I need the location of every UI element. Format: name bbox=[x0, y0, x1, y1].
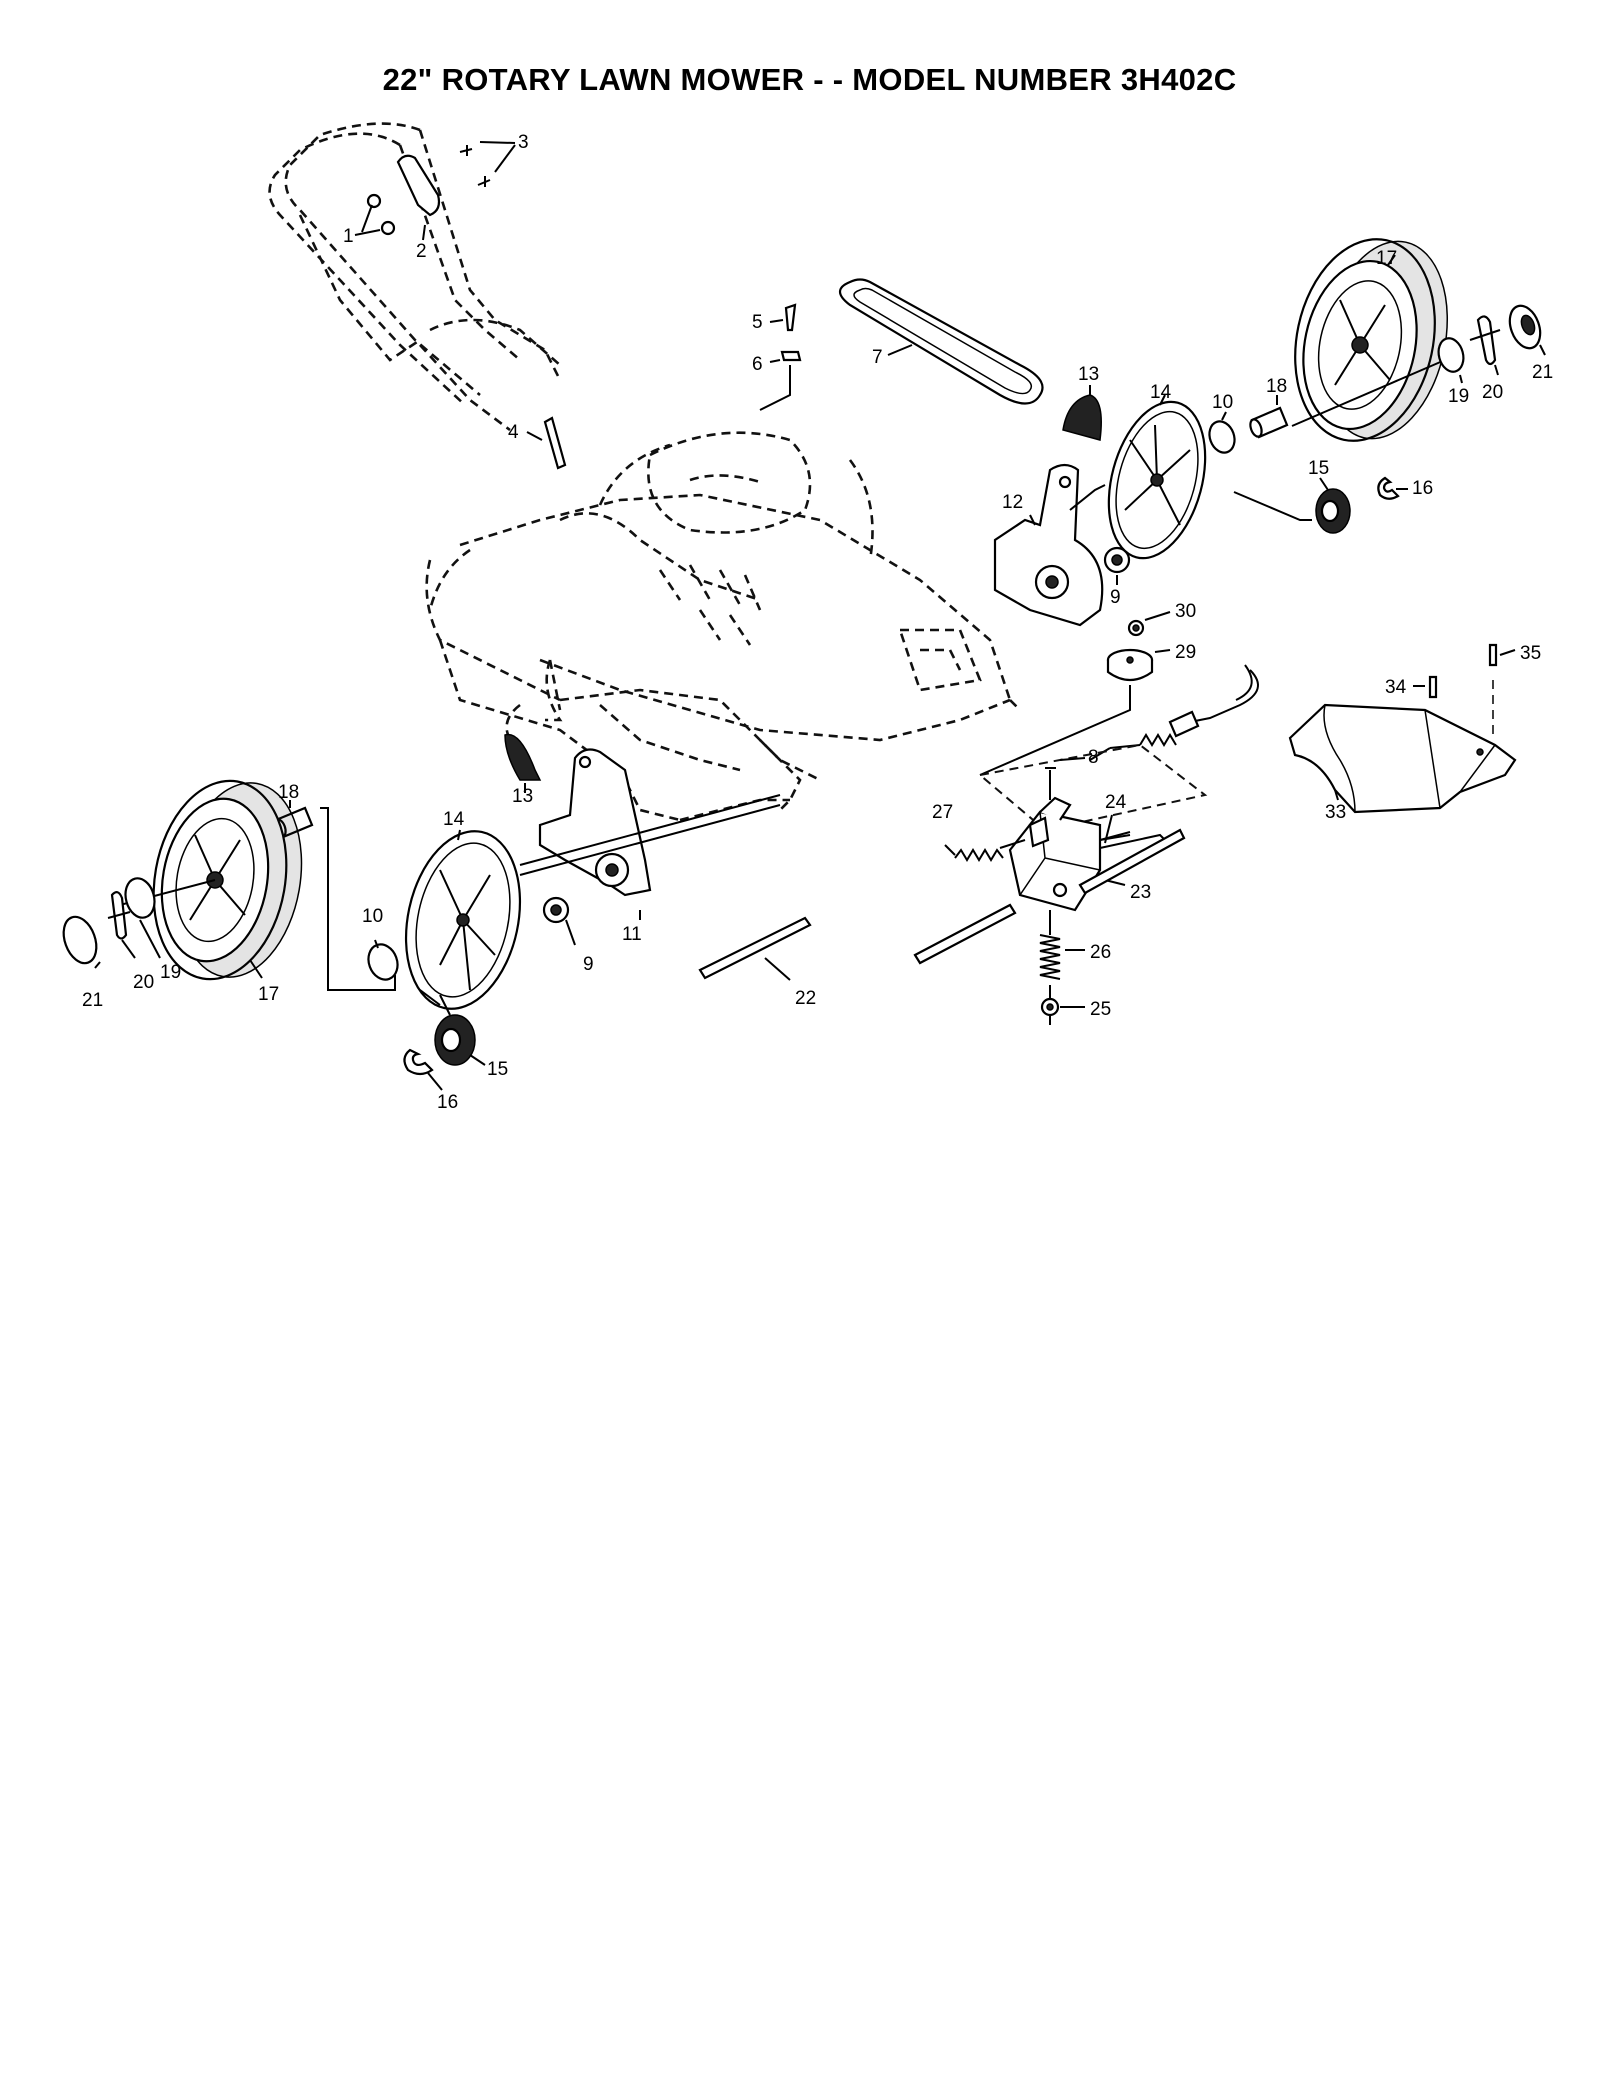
part-wheel-grip-right bbox=[1062, 385, 1102, 441]
part-pin-and-nut bbox=[759, 303, 802, 411]
callout-labels: 1 2 3 4 5 6 7 8 9 9 10 10 11 12 13 13 14… bbox=[82, 132, 1553, 1113]
diagram-title: 22" ROTARY LAWN MOWER - - MODEL NUMBER 3… bbox=[382, 62, 1237, 97]
part-nut-left bbox=[542, 896, 576, 946]
callout-18-left: 18 bbox=[278, 782, 299, 803]
callout-13-left: 13 bbox=[512, 786, 533, 807]
part-nut-25 bbox=[1040, 997, 1085, 1025]
callout-23: 23 bbox=[1130, 882, 1151, 903]
part-pin-34 bbox=[1413, 675, 1438, 699]
callout-15-right: 15 bbox=[1308, 458, 1329, 479]
callout-35: 35 bbox=[1520, 643, 1541, 664]
callout-16-left: 16 bbox=[437, 1092, 458, 1113]
part-retaining-clip-right bbox=[1377, 476, 1408, 500]
part-axle-hardware-left bbox=[62, 877, 161, 969]
callout-16-right: 16 bbox=[1412, 478, 1433, 499]
callout-10-right: 10 bbox=[1212, 392, 1233, 413]
part-wheel-hub-left bbox=[404, 829, 522, 1010]
part-gear-right bbox=[1233, 477, 1351, 534]
callout-3: 3 bbox=[518, 132, 529, 153]
callout-4: 4 bbox=[508, 422, 519, 443]
part-wheel-left bbox=[119, 779, 303, 981]
callout-27: 27 bbox=[932, 802, 953, 823]
callout-5: 5 bbox=[752, 312, 763, 333]
part-wheel-grip-left bbox=[504, 733, 542, 793]
part-wheel-hub-right bbox=[1069, 394, 1207, 560]
part-pulley-and-nut bbox=[979, 611, 1171, 776]
callout-1: 1 bbox=[343, 226, 354, 247]
part-screw bbox=[1045, 757, 1086, 800]
part-spring-27 bbox=[944, 839, 1026, 862]
part-bolt bbox=[526, 416, 567, 470]
callout-9-right: 9 bbox=[1110, 587, 1121, 608]
part-washer-left bbox=[367, 939, 399, 981]
callout-21-left: 21 bbox=[82, 990, 103, 1011]
callout-6: 6 bbox=[752, 354, 763, 375]
part-washer-right bbox=[1208, 411, 1236, 454]
callout-22: 22 bbox=[795, 988, 816, 1009]
callout-20-left: 20 bbox=[133, 972, 154, 993]
part-height-adjuster-right bbox=[993, 463, 1104, 627]
part-drive-rod bbox=[698, 916, 812, 981]
part-wheel-right bbox=[1291, 238, 1449, 442]
callout-17-left: 17 bbox=[258, 984, 279, 1005]
callout-19-left: 19 bbox=[160, 962, 181, 983]
callout-24: 24 bbox=[1105, 792, 1127, 813]
callout-30: 30 bbox=[1175, 601, 1196, 622]
callout-20-right: 20 bbox=[1482, 382, 1503, 403]
callout-10-left: 10 bbox=[362, 906, 383, 927]
part-rear-skirt bbox=[1288, 703, 1517, 814]
callout-26: 26 bbox=[1090, 942, 1111, 963]
callout-17-right: 17 bbox=[1376, 248, 1397, 269]
callout-15-left: 15 bbox=[487, 1059, 508, 1080]
part-height-adjuster-left bbox=[519, 748, 781, 920]
callout-18-right: 18 bbox=[1266, 376, 1287, 397]
callout-2: 2 bbox=[416, 241, 427, 262]
part-transmission bbox=[913, 796, 1186, 965]
part-control-cable bbox=[1089, 664, 1259, 761]
callout-33: 33 bbox=[1325, 802, 1346, 823]
callout-9-left: 9 bbox=[583, 954, 594, 975]
callout-21-right: 21 bbox=[1532, 362, 1553, 383]
callout-14-left: 14 bbox=[443, 809, 465, 830]
part-bushing-right bbox=[1249, 395, 1289, 439]
part-screws bbox=[459, 141, 516, 187]
part-pin-35 bbox=[1488, 643, 1516, 735]
part-spring-26 bbox=[1039, 910, 1085, 1000]
callout-14-right: 14 bbox=[1150, 382, 1172, 403]
part-axle-hardware-right bbox=[1437, 304, 1546, 384]
callout-8: 8 bbox=[1088, 747, 1099, 768]
part-retaining-clip-left bbox=[403, 1048, 443, 1091]
callout-34: 34 bbox=[1385, 677, 1407, 698]
callout-7: 7 bbox=[872, 347, 883, 368]
part-transmission-guide bbox=[977, 743, 1208, 832]
callout-25: 25 bbox=[1090, 999, 1111, 1020]
callout-29: 29 bbox=[1175, 642, 1196, 663]
part-handle-bracket bbox=[354, 154, 441, 241]
callout-19-right: 19 bbox=[1448, 386, 1469, 407]
callout-12: 12 bbox=[1002, 492, 1023, 513]
part-gear-left bbox=[434, 994, 486, 1066]
part-drive-belt bbox=[838, 278, 1044, 405]
callout-11: 11 bbox=[622, 924, 642, 945]
part-nut-right bbox=[1103, 546, 1131, 585]
callout-13-right: 13 bbox=[1078, 364, 1099, 385]
